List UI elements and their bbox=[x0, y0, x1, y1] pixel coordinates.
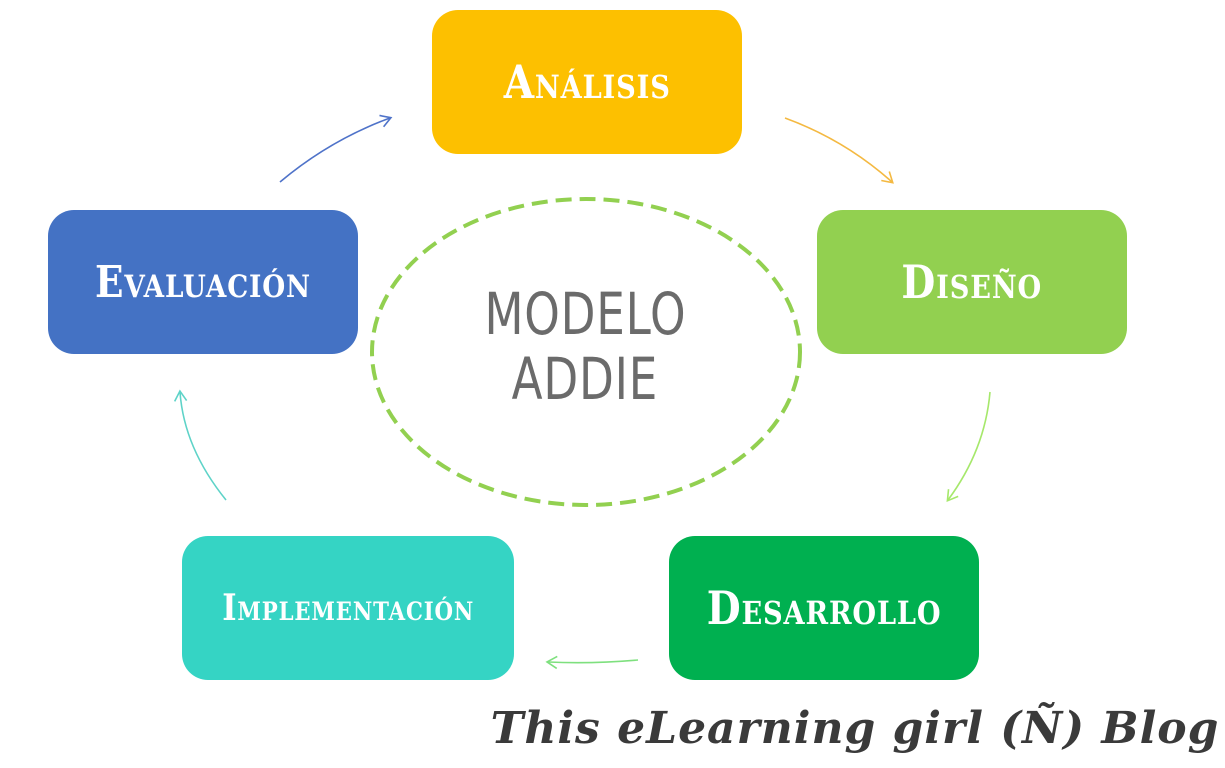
arrow-analisis-to-diseno bbox=[784, 117, 894, 184]
phase-diseno-label: Diseño bbox=[901, 255, 1043, 309]
phase-evaluacion-label: Evaluación bbox=[95, 256, 311, 308]
arrow-diseno-to-desarrollo bbox=[946, 391, 991, 503]
phase-desarrollo-label: Desarrollo bbox=[706, 581, 942, 635]
phase-analisis-label: Análisis bbox=[503, 55, 671, 109]
center-title-line-1: MODELO bbox=[484, 280, 686, 349]
phase-desarrollo: Desarrollo bbox=[669, 536, 979, 680]
arrow-evaluacion-to-analisis bbox=[279, 114, 393, 183]
arrow-desarrollo-to-implementacion bbox=[545, 655, 639, 670]
phase-implementacion: Implementación bbox=[182, 536, 514, 680]
center-dashed-ring bbox=[370, 197, 802, 507]
arrow-implementacion-to-evaluacion bbox=[173, 389, 227, 501]
center-title-line-2: ADDIE bbox=[511, 345, 659, 413]
phase-analisis: Análisis bbox=[432, 10, 742, 154]
phase-evaluacion: Evaluación bbox=[48, 210, 358, 354]
center-title: MODELO ADDIE bbox=[410, 262, 760, 432]
phase-diseno: Diseño bbox=[817, 210, 1127, 354]
blog-signature: This eLearning girl (Ñ) Blog bbox=[490, 702, 1220, 754]
phase-implementacion-label: Implementación bbox=[222, 587, 474, 629]
